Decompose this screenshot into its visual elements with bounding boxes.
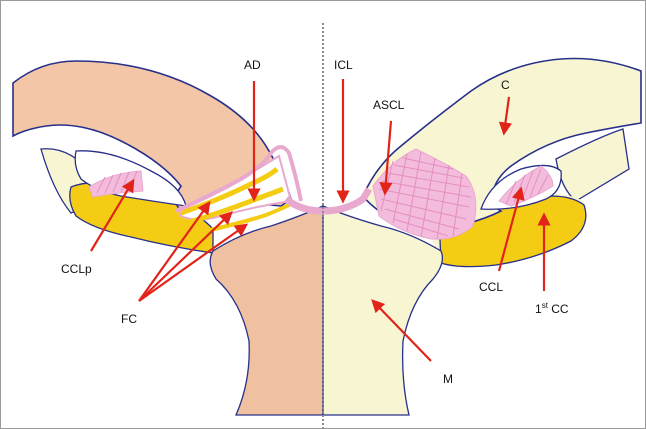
label-ad: AD [244,58,261,72]
label-c: C [501,78,510,92]
label-m: M [443,372,453,386]
label-cclp: CCLp [61,262,92,276]
label-ccl: CCL [479,280,503,294]
label-first-cc: 1st CC [535,301,569,316]
label-icl: ICL [334,58,353,72]
right-first-rib [556,129,629,201]
label-fc: FC [121,312,137,326]
label-ascl: ASCL [373,98,405,112]
